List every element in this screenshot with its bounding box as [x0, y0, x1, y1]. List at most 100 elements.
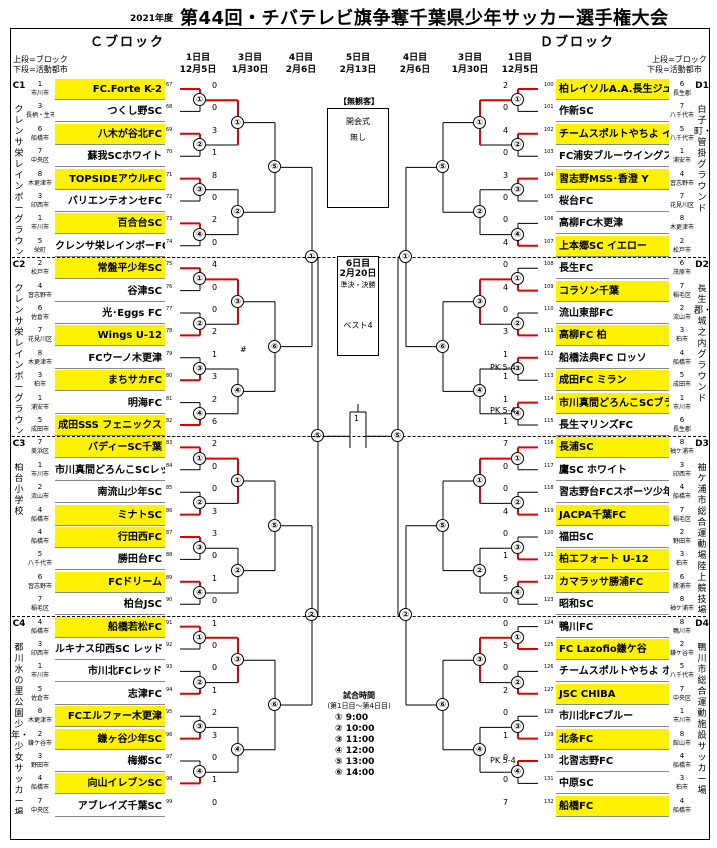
team-score: 0: [212, 484, 218, 494]
left-block-title: Ｃブロック: [90, 35, 166, 50]
match-number-icon: ④: [473, 384, 486, 398]
team-city: 館山市: [672, 739, 691, 747]
team-name: 市川北FCレッド: [55, 661, 165, 683]
team-name: 向山イレブンSC: [55, 773, 165, 795]
team-block: 2: [679, 304, 685, 312]
team-score: 2: [212, 439, 218, 449]
team-number: 82: [166, 418, 173, 424]
match-number-icon: ②: [193, 317, 206, 331]
times-title: 試合時間: [343, 691, 375, 700]
team-name: 流山東部FC: [556, 303, 669, 324]
legend-left-bottom: 下段=活動都市: [13, 65, 68, 74]
match-number-icon: ③: [511, 182, 524, 196]
team-city: 市川市: [672, 403, 691, 411]
team-block: 2: [679, 236, 685, 245]
match-number-icon: ②: [399, 608, 412, 622]
team-score: 1: [212, 349, 218, 359]
right-block-title: Ｄブロック: [540, 35, 616, 50]
team-city: 鎌ケ谷市: [27, 739, 52, 747]
team-name: 蘇我SCホワイト: [55, 146, 165, 168]
team-number: 88: [166, 552, 173, 559]
team-number: 120: [544, 530, 554, 536]
team-city: 野田市: [30, 762, 49, 769]
team-block: 5: [679, 371, 685, 380]
team-block: 8: [679, 214, 685, 223]
team-number: 127: [544, 686, 554, 693]
match-number-icon: ③: [193, 720, 206, 734]
match-number-icon: ②: [231, 563, 244, 577]
team-block: 6: [679, 572, 685, 581]
team-number: 79: [166, 350, 173, 357]
team-city: 長生郡: [672, 426, 691, 433]
team-number: 94: [166, 686, 173, 693]
team-score: 1: [212, 618, 218, 628]
team-city: 市川市: [30, 224, 49, 232]
team-block: 5: [37, 236, 43, 245]
team-name: FCウーノ木更津: [55, 348, 165, 369]
match-number-icon: ④: [193, 586, 206, 599]
team-block: 5: [679, 124, 685, 133]
team-score: 1: [212, 775, 218, 785]
team-number: 107: [544, 238, 554, 245]
team-name: つくし野SC: [55, 101, 165, 123]
group-seed: C2: [12, 260, 26, 271]
team-city: 流山市: [30, 493, 49, 501]
team-block: 4: [37, 505, 43, 514]
team-number: 69: [166, 126, 173, 133]
team-block: 7: [37, 147, 43, 156]
team-score: 0: [212, 305, 218, 314]
group-seed: D1: [695, 81, 709, 91]
opening-value: 無し: [350, 133, 366, 142]
team-number: 84: [166, 462, 173, 469]
team-city: 長柄・生市: [26, 112, 54, 120]
team-name: 成田SSS フェニックス: [55, 415, 165, 436]
team-city: 柏市: [675, 560, 688, 568]
match-number-icon: ④: [511, 227, 524, 241]
team-number: 67: [166, 82, 173, 88]
team-city: 習志野市: [27, 582, 52, 590]
pk-label: PK 5-4: [490, 363, 516, 372]
team-name: 北条FC: [556, 728, 669, 750]
team-block: 3: [37, 102, 43, 111]
team-block: 7: [679, 684, 685, 693]
team-name: FCエルファー木更津: [55, 706, 165, 728]
team-number: 90: [166, 597, 173, 604]
match-number-icon: ①: [473, 474, 486, 487]
match-number-icon: ⑥: [268, 698, 281, 711]
day6-date: 2月20日: [339, 269, 377, 279]
team-name: 船橋法典FC ロッソ: [556, 348, 669, 369]
team-name: クレンサ栄レインボーFC: [55, 236, 165, 257]
match-number-icon: ②: [305, 608, 318, 622]
team-number: 113: [544, 373, 554, 380]
team-block: 4: [679, 796, 685, 805]
team-name: ルキナス印西SC レッド: [55, 639, 165, 660]
match-number-icon: ②: [193, 675, 206, 689]
team-city: 市川市: [30, 470, 49, 478]
team-score: 1: [212, 573, 218, 583]
match-number-icon: ④: [473, 742, 486, 756]
team-number: 112: [544, 350, 554, 357]
match-number-icon: ④: [231, 384, 244, 398]
team-block: 7: [37, 595, 43, 604]
team-score: 2: [212, 708, 218, 718]
team-city: 長生郡: [672, 90, 691, 97]
team-number: 100: [544, 82, 554, 88]
team-city: 袖ケ浦市: [670, 448, 694, 456]
team-name: 市川真間どろんこSCブラック: [556, 392, 669, 414]
team-block: 4: [37, 617, 43, 626]
group-venue: 袖ケ浦市総合運動場陸上競技場: [697, 463, 707, 613]
match-number-icon: ②: [511, 675, 524, 689]
team-block: 3: [679, 326, 685, 335]
team-city: 中央区: [30, 806, 49, 814]
match-number-icon: ②: [511, 138, 524, 151]
team-block: 8: [679, 595, 685, 604]
time-slot: ① 9:00: [335, 713, 369, 723]
final-score: 1: [354, 414, 360, 423]
team-number: 104: [544, 171, 554, 178]
team-block: 4: [679, 348, 685, 357]
team-name: 柏台JSC: [55, 594, 165, 616]
team-number: 123: [544, 597, 554, 604]
team-score: 6: [212, 417, 218, 426]
